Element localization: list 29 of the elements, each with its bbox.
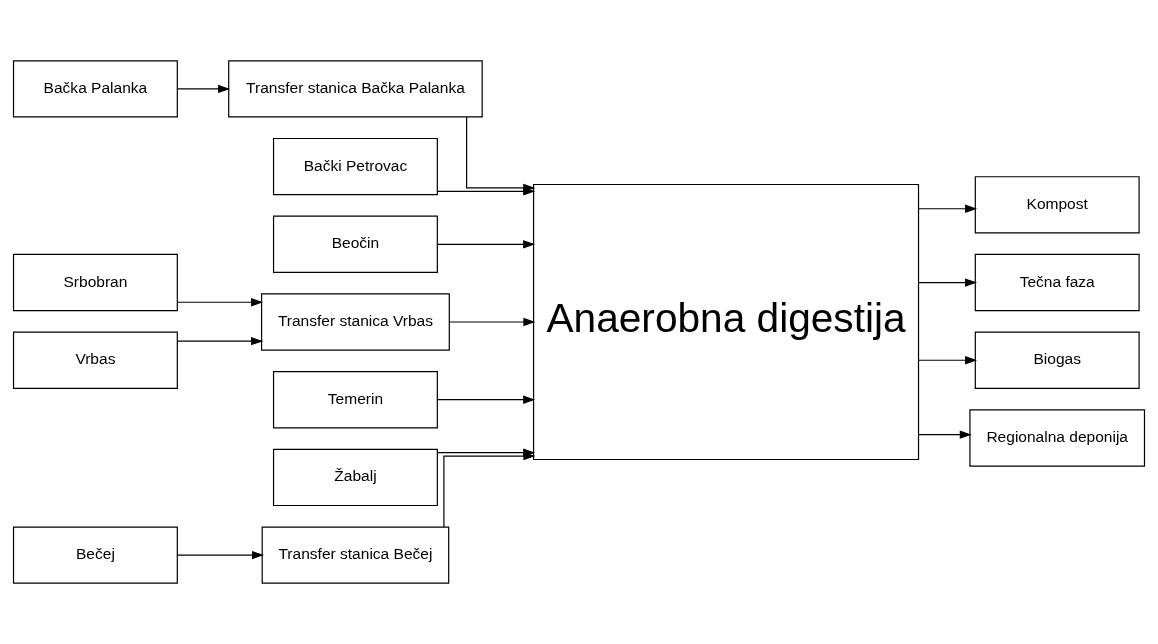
node-box: Žabalj [272,448,438,507]
arrow [437,395,536,404]
node-box: Anaerobna digestija [532,183,920,461]
node-box: Beočin [272,215,438,273]
node-box: Tečna faza [974,253,1140,312]
node-box: Bačka Palanka [12,60,178,118]
arrow [918,430,972,439]
node-box: Bečej [12,526,178,584]
node-box: Transfer stanica Vrbas [261,293,450,351]
node-box: Srbobran [12,253,178,312]
node-box: Bački Petrovac [272,137,438,196]
node-box: Regionalna deponija [969,409,1146,467]
node-box: Temerin [272,371,438,429]
arrow [176,550,264,560]
arrow [176,298,264,307]
arrow [437,187,536,196]
node-box: Biogas [974,331,1140,389]
arrow [448,317,536,327]
node-box: Vrbas [12,331,178,389]
arrow [443,451,536,528]
arrow [176,336,264,346]
arrow [918,278,978,287]
node-box: Transfer stanica Bečej [261,526,450,584]
arrow [437,240,536,249]
arrow [176,84,231,94]
node-box: Transfer stanica Bačka Palanka [228,60,483,118]
arrow [918,356,978,365]
node-box: Kompost [974,176,1140,234]
arrow [918,204,978,213]
